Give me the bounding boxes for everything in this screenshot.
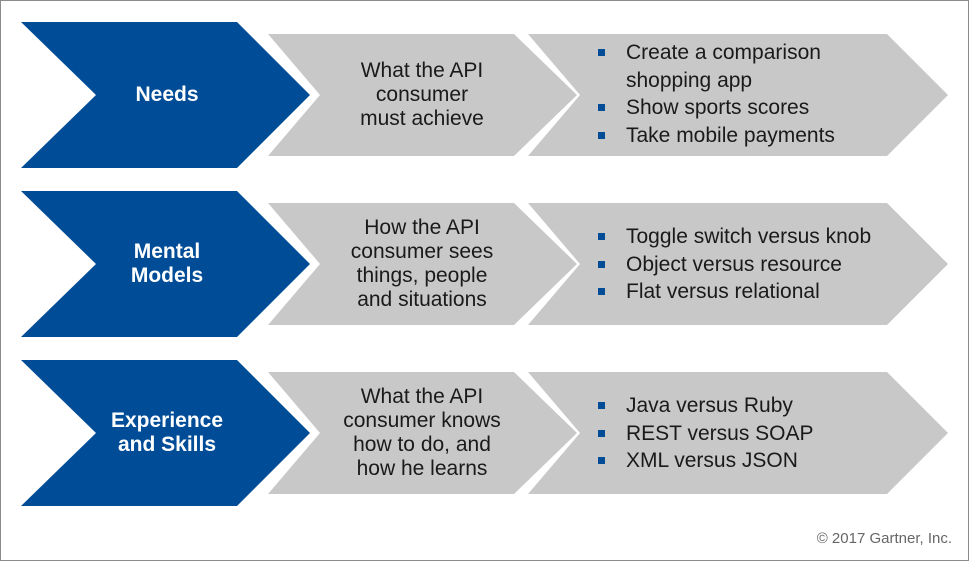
description-text: How the API consumer sees things, people… (350, 216, 494, 311)
gray-chevron-right-2 (528, 372, 948, 494)
gray-chevron-right-1 (528, 203, 948, 325)
list-item: XML versus JSON (598, 447, 928, 475)
square-bullet-icon (598, 429, 605, 437)
list-item: REST versus SOAP (598, 420, 928, 448)
square-bullet-icon (598, 288, 605, 295)
example-text: Toggle switch versus knob (626, 225, 872, 248)
description-text: What the API consumer knows how to do, a… (343, 385, 501, 480)
example-text: XML versus JSON (626, 449, 798, 472)
square-bullet-icon (598, 402, 605, 409)
blue-chevron-0 (21, 22, 310, 168)
square-bullet-icon (598, 104, 605, 111)
square-bullet-icon (598, 49, 605, 56)
category-label: Experience and Skills (110, 409, 224, 456)
example-text: REST versus SOAP (626, 421, 814, 445)
blue-chevron-1 (21, 191, 310, 337)
example-text: Create a comparison shopping app (626, 41, 821, 92)
example-text: Flat versus relational (626, 280, 820, 303)
square-bullet-icon (598, 131, 605, 139)
gray-chevron-right-0 (528, 34, 948, 156)
square-bullet-icon (598, 233, 605, 240)
gray-chevron-middle-1 (268, 203, 577, 325)
example-list: Java versus Ruby REST versus SOAP XML ve… (598, 392, 928, 475)
list-item: Java versus Ruby (598, 392, 928, 420)
category-label: Mental Models (130, 240, 204, 287)
list-item: Show sports scores (598, 94, 928, 122)
example-text: Java versus Ruby (626, 394, 793, 417)
list-item: Create a comparison shopping app (598, 39, 928, 94)
blue-chevron-2 (21, 360, 310, 506)
list-item: Flat versus relational (598, 278, 928, 306)
gray-chevron-middle-0 (268, 34, 577, 156)
example-text: Show sports scores (626, 96, 810, 119)
category-label: Needs (135, 83, 199, 106)
square-bullet-icon (598, 457, 605, 464)
gray-chevron-middle-2 (268, 372, 577, 494)
list-item: Take mobile payments (598, 122, 928, 150)
list-item: Toggle switch versus knob (598, 223, 928, 251)
copyright-notice: © 2017 Gartner, Inc. (816, 530, 952, 547)
example-text: Take mobile payments (626, 123, 835, 147)
example-list: Create a comparison shopping app Show sp… (598, 39, 928, 149)
square-bullet-icon (598, 260, 605, 268)
example-list: Toggle switch versus knob Object versus … (598, 223, 928, 306)
example-text: Object versus resource (626, 252, 842, 276)
list-item: Object versus resource (598, 251, 928, 279)
description-text: What the API consumer must achieve (360, 59, 484, 130)
